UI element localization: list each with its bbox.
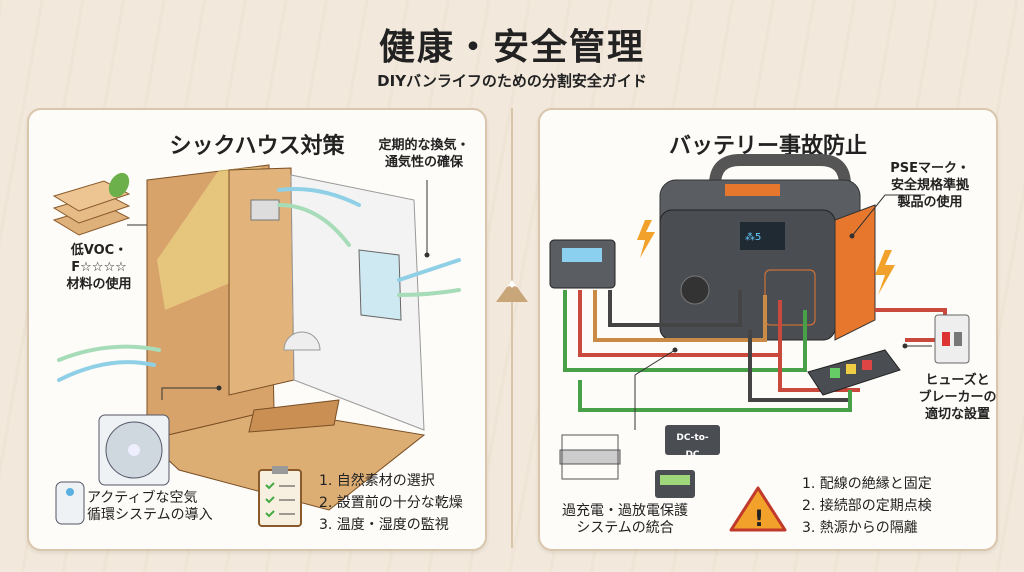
svg-text:⁂5: ⁂5 (745, 231, 761, 243)
air-circulation-label: アクティブな空気循環システムの導入 (87, 490, 213, 523)
breaker-icon (934, 314, 970, 364)
power-station-illustration: ⁂5 ! (549, 154, 970, 532)
pse-label: PSEマーク・安全規格準拠製品の使用 (890, 161, 970, 210)
warning-icon: ! (729, 486, 787, 532)
sick-house-panel: シックハウス対策 (27, 108, 487, 551)
svg-text:!: ! (754, 507, 764, 532)
battery-monitor-icon (655, 470, 695, 498)
list-item: 1. 自然素材の選択 (319, 473, 435, 489)
page-subtitle: DIYバンライフのための分割安全ガイド (377, 72, 647, 90)
ventilation-label: 定期的な換気・通気性の確保 (378, 138, 470, 170)
fuse-breaker-label: ヒューズとブレーカーの適切な設置 (918, 373, 997, 422)
terminal-block-icon (559, 434, 621, 480)
power-station-icon: ⁂5 (659, 154, 876, 341)
battery-safety-panel: バッテリー事故防止 ⁂5 (538, 108, 998, 551)
dcdc-label: DC-to-DC (676, 433, 709, 460)
list-item: 3. 熱源からの隔離 (802, 520, 918, 536)
panel-title: シックハウス対策 (169, 134, 345, 159)
wood-planks-icon (52, 172, 131, 236)
air-purifier-icon (55, 481, 85, 525)
list-item: 2. 設置前の十分な乾燥 (319, 495, 463, 511)
page-title: 健康・安全管理 (378, 27, 645, 68)
clipboard-icon (258, 466, 302, 527)
dc-dc-converter-icon (665, 425, 720, 455)
mountain-icon (496, 280, 528, 302)
list-item: 2. 接続部の定期点検 (802, 498, 932, 514)
lightning-icon (637, 220, 655, 258)
checklist: 1. 自然素材の選択 2. 設置前の十分な乾燥 3. 温度・湿度の監視 (319, 470, 463, 536)
list-item: 3. 温度・湿度の監視 (319, 517, 449, 533)
fan-icon (98, 414, 170, 486)
materials-label: 低VOC・F☆☆☆☆材料の使用 (66, 243, 132, 292)
charge-controller-icon (549, 239, 616, 289)
lightning-icon (875, 250, 895, 295)
divider (511, 108, 513, 548)
van-interior-illustration (52, 164, 461, 527)
protection-label: 過充電・過放電保護システムの統合 (562, 503, 688, 536)
checklist: 1. 配線の絶縁と固定 2. 接続部の定期点検 3. 熱源からの隔離 (802, 473, 932, 539)
list-item: 1. 配線の絶縁と固定 (802, 476, 932, 492)
vent-icon (250, 199, 280, 221)
